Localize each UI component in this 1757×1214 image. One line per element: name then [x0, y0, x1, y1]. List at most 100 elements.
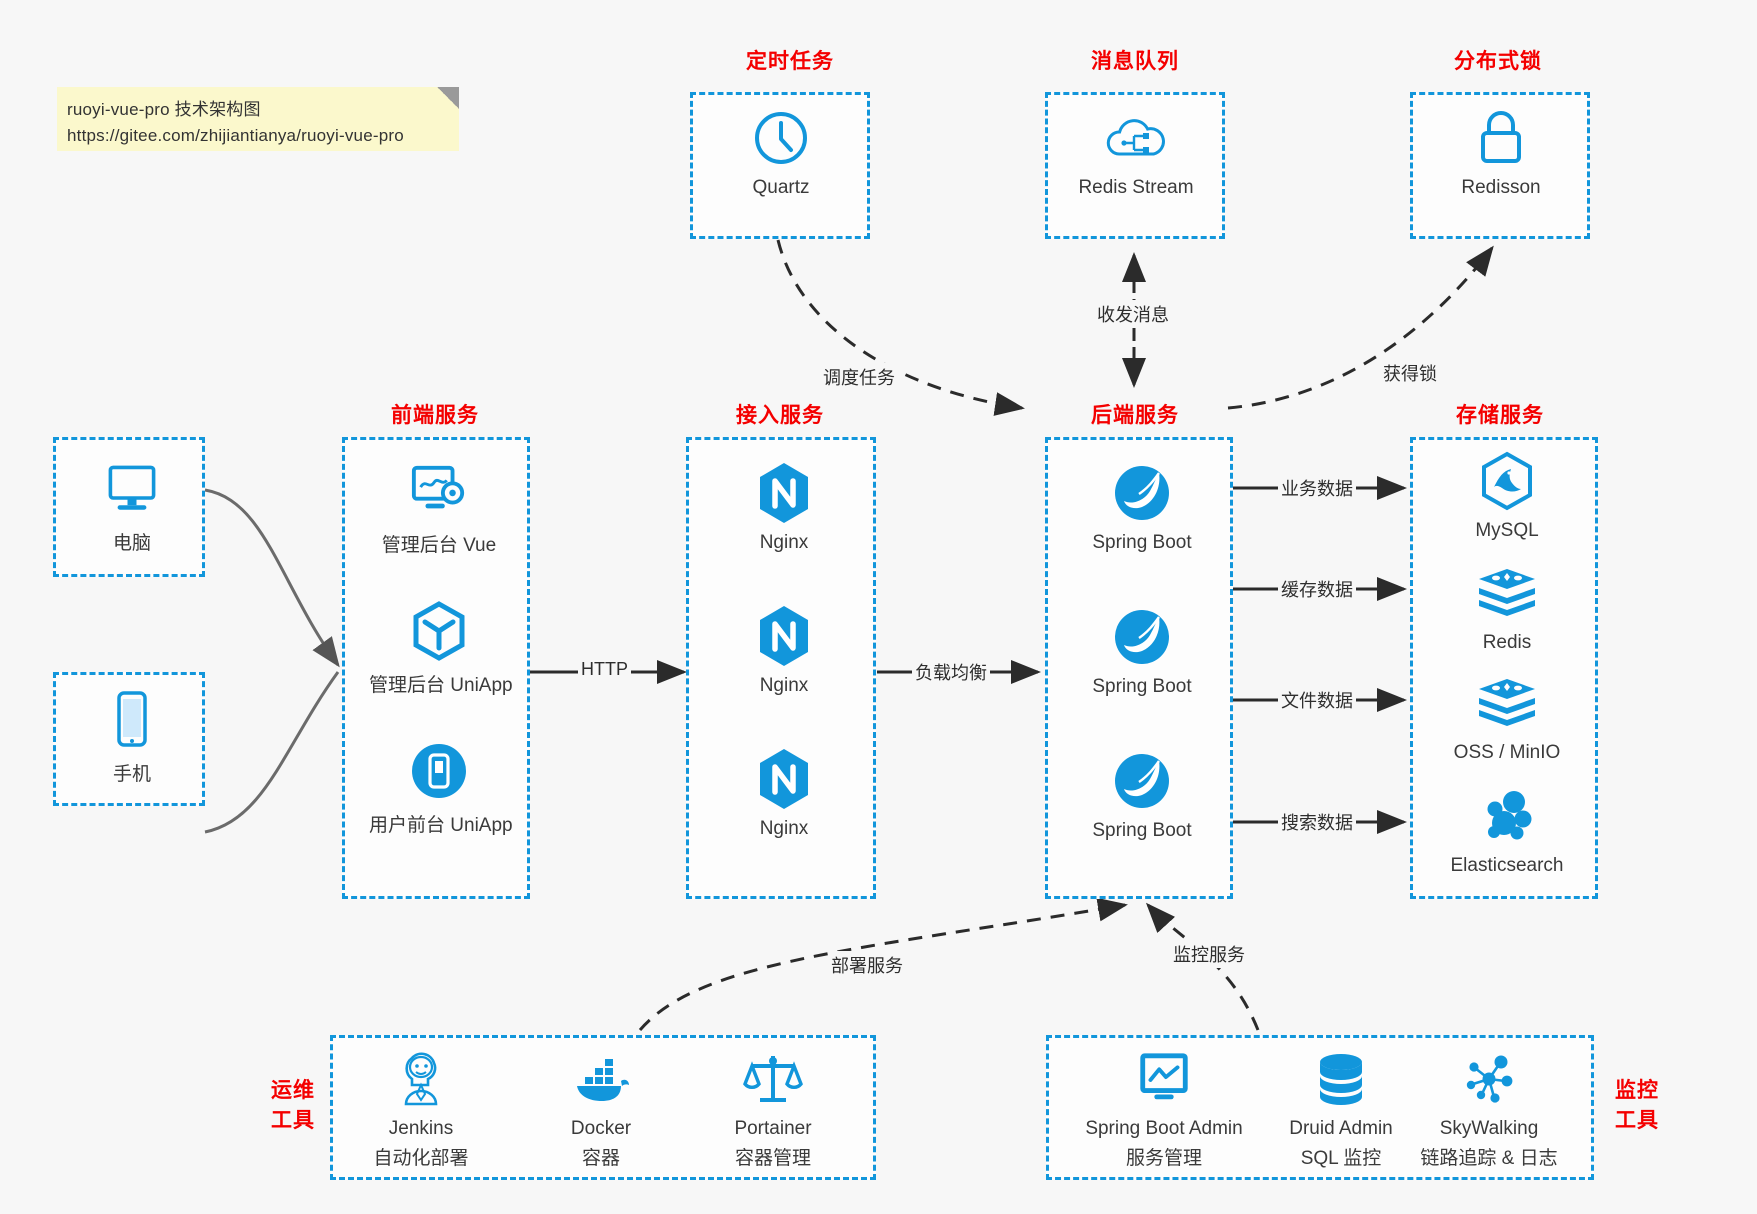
node-sublabel: 服务管理: [1125, 1148, 1202, 1169]
storage-box[interactable]: MySQL Redis: [1410, 437, 1598, 899]
node-mysql[interactable]: MySQL: [1437, 450, 1577, 542]
portainer-icon: [703, 1048, 843, 1110]
node-sublabel: 链路追踪 & 日志: [1420, 1148, 1558, 1169]
caption-scheduler: 定时任务: [746, 50, 834, 73]
node-label: Jenkins: [388, 1118, 454, 1139]
node-redisson[interactable]: Redisson: [1431, 107, 1571, 199]
devops-box[interactable]: Jenkins 自动化部署 Docker: [330, 1035, 876, 1180]
node-phone[interactable]: 手机: [62, 689, 202, 786]
caption-monitor-line1: 监控: [1615, 1079, 1659, 1102]
node-sublabel: 容器: [581, 1148, 620, 1169]
node-sublabel: 自动化部署: [373, 1148, 469, 1169]
caption-devops-line2: 工具: [271, 1109, 315, 1132]
node-docker[interactable]: Docker 容器: [531, 1048, 671, 1170]
node-label: Docker: [570, 1118, 632, 1139]
node-spring-boot-3[interactable]: Spring Boot: [1072, 750, 1212, 842]
redis-icon: [1437, 672, 1577, 734]
phone-icon: [62, 689, 202, 751]
monitor-chart-icon: [1059, 1048, 1269, 1110]
node-label: 管理后台 UniApp: [369, 675, 513, 696]
edge-label-cache-data: 缓存数据: [1278, 575, 1356, 603]
node-label: 电脑: [112, 533, 151, 554]
cloud-stream-icon: [1066, 107, 1206, 169]
dashboard-gear-icon: [369, 460, 509, 522]
gateway-box[interactable]: Nginx Nginx Nginx: [686, 437, 876, 899]
node-label: Spring Boot: [1092, 532, 1192, 553]
node-skywalking[interactable]: SkyWalking 链路追踪 & 日志: [1384, 1048, 1594, 1170]
edge-label-file-data: 文件数据: [1278, 686, 1356, 714]
node-druid-admin[interactable]: Druid Admin SQL 监控: [1271, 1048, 1411, 1170]
node-admin-vue[interactable]: 管理后台 Vue: [369, 460, 509, 557]
mq-box[interactable]: Redis Stream: [1045, 92, 1225, 239]
lock-icon: [1431, 107, 1571, 169]
edge-label-http: HTTP: [578, 658, 631, 681]
node-label: Nginx: [759, 532, 809, 553]
node-jenkins[interactable]: Jenkins 自动化部署: [351, 1048, 491, 1170]
client-box-computer[interactable]: 电脑: [53, 437, 205, 577]
node-label: Redis Stream: [1078, 177, 1194, 198]
redis-icon: [1437, 562, 1577, 624]
node-oss-minio[interactable]: OSS / MinIO: [1437, 672, 1577, 764]
database-icon: [1271, 1048, 1411, 1110]
node-label: Druid Admin: [1289, 1118, 1393, 1139]
skywalking-icon: [1384, 1048, 1594, 1110]
node-spring-boot-2[interactable]: Spring Boot: [1072, 606, 1212, 698]
node-redis-stream[interactable]: Redis Stream: [1066, 107, 1206, 199]
cube-icon: [369, 600, 509, 662]
node-redis[interactable]: Redis: [1437, 562, 1577, 654]
edge-label-biz-data: 业务数据: [1278, 474, 1356, 502]
node-label: Nginx: [759, 818, 809, 839]
node-user-uniapp[interactable]: 用户前台 UniApp: [369, 740, 513, 837]
caption-backend: 后端服务: [1091, 404, 1179, 427]
title-note: ruoyi-vue-pro 技术架构图 https://gitee.com/zh…: [57, 87, 459, 151]
node-portainer[interactable]: Portainer 容器管理: [703, 1048, 843, 1170]
node-label: Redisson: [1461, 177, 1541, 198]
client-box-phone[interactable]: 手机: [53, 672, 205, 806]
node-computer[interactable]: 电脑: [62, 458, 202, 555]
note-line-2: https://gitee.com/zhijiantianya/ruoyi-vu…: [67, 126, 404, 145]
monitor-icon: [62, 458, 202, 520]
node-sublabel: SQL 监控: [1300, 1148, 1382, 1169]
nginx-icon: [714, 748, 854, 810]
lock-box[interactable]: Redisson: [1410, 92, 1590, 239]
caption-frontend: 前端服务: [391, 404, 479, 427]
monitor-box[interactable]: Spring Boot Admin 服务管理 Druid Admin SQL 监…: [1046, 1035, 1594, 1180]
node-label: SkyWalking: [1439, 1118, 1539, 1139]
node-nginx-2[interactable]: Nginx: [714, 605, 854, 697]
scheduler-box[interactable]: Quartz: [690, 92, 870, 239]
node-quartz[interactable]: Quartz: [711, 107, 851, 199]
node-spring-boot-1[interactable]: Spring Boot: [1072, 462, 1212, 554]
node-label: Spring Boot: [1092, 676, 1192, 697]
node-spring-boot-admin[interactable]: Spring Boot Admin 服务管理: [1059, 1048, 1269, 1170]
node-nginx-1[interactable]: Nginx: [714, 462, 854, 554]
node-label: Portainer: [734, 1118, 812, 1139]
nginx-icon: [714, 605, 854, 667]
note-line-1: ruoyi-vue-pro 技术架构图: [67, 100, 261, 119]
note-fold-corner: [437, 87, 459, 109]
edge-label-monitor: 监控服务: [1170, 940, 1248, 968]
docker-icon: [531, 1048, 671, 1110]
node-label: OSS / MinIO: [1453, 742, 1561, 763]
node-label: Elasticsearch: [1450, 855, 1564, 876]
node-elasticsearch[interactable]: Elasticsearch: [1437, 785, 1577, 877]
node-nginx-3[interactable]: Nginx: [714, 748, 854, 840]
clock-icon: [711, 107, 851, 169]
edge-label-lb: 负载均衡: [912, 658, 990, 686]
jenkins-icon: [351, 1048, 491, 1110]
caption-storage: 存储服务: [1456, 404, 1544, 427]
caption-monitor-line2: 工具: [1615, 1109, 1659, 1132]
node-label: 用户前台 UniApp: [369, 815, 513, 836]
edge-label-search-data: 搜索数据: [1278, 808, 1356, 836]
mobile-app-icon: [369, 740, 509, 802]
backend-box[interactable]: Spring Boot Spring Boot Spring Boot: [1045, 437, 1233, 899]
node-label: Quartz: [752, 177, 810, 198]
spring-boot-icon: [1072, 606, 1212, 668]
caption-devops-line1: 运维: [271, 1079, 315, 1102]
edge-label-acquire-lock: 获得锁: [1380, 359, 1440, 387]
spring-boot-icon: [1072, 462, 1212, 524]
frontend-box[interactable]: 管理后台 Vue 管理后台 UniApp 用户前台 UniApp: [342, 437, 530, 899]
node-label: MySQL: [1475, 520, 1539, 541]
mysql-icon: [1437, 450, 1577, 512]
caption-gateway: 接入服务: [736, 404, 824, 427]
node-admin-uniapp[interactable]: 管理后台 UniApp: [369, 600, 513, 697]
